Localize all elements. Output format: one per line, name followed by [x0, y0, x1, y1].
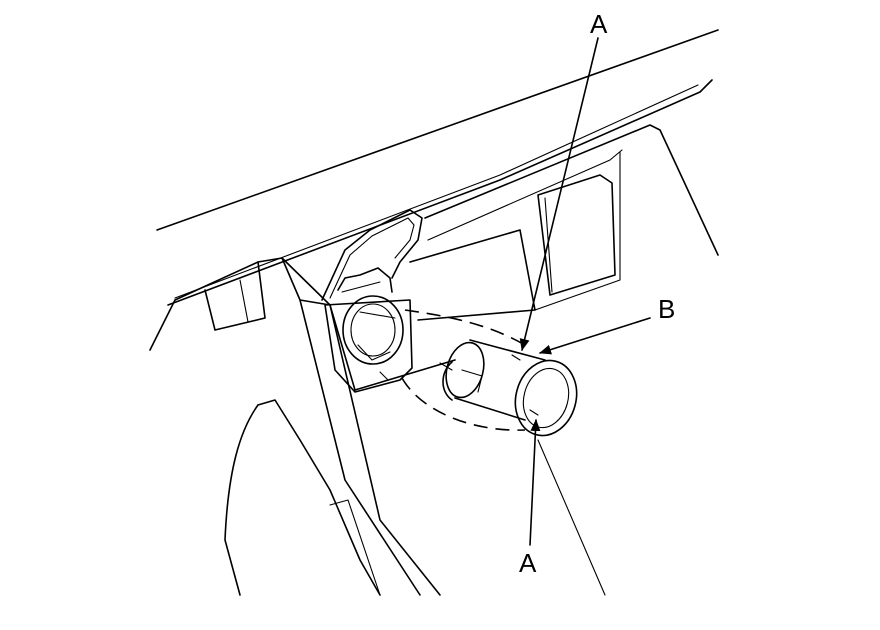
console-recess	[329, 124, 719, 391]
removal-path	[401, 309, 526, 431]
accessory-socket	[439, 339, 578, 437]
socket-housing	[321, 209, 423, 393]
dashboard-panel	[149, 257, 441, 596]
leader-arrows	[519, 37, 651, 596]
callout-a-top: A	[590, 9, 608, 39]
callout-a-bottom: A	[519, 548, 537, 578]
lower-panel	[224, 399, 381, 596]
callout-b: B	[658, 294, 675, 324]
dashboard-top-edge	[156, 29, 719, 306]
